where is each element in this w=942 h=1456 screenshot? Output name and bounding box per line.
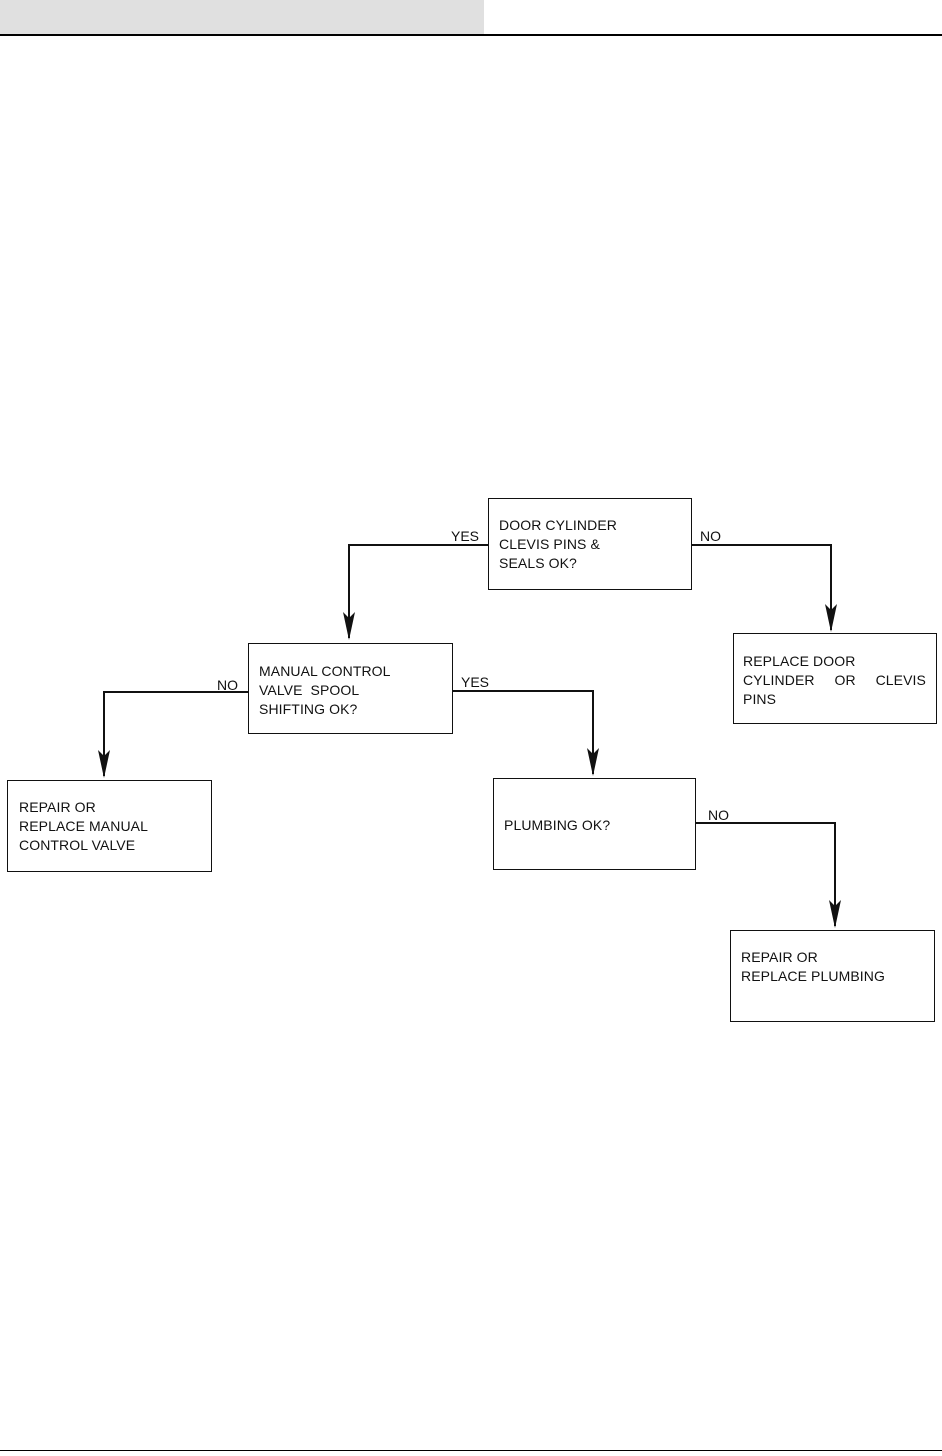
node-text-word: CLEVIS [875, 672, 926, 688]
node-text-line: REPLACE MANUAL [19, 818, 148, 834]
node-text-line: PLUMBING OK? [504, 817, 611, 833]
arrowhead-door-yes [343, 612, 355, 640]
edge-label-no: NO [708, 807, 729, 823]
node-text-line: CLEVIS PINS & [499, 536, 600, 552]
node-text-line: SHIFTING OK? [259, 701, 358, 717]
header-rule [0, 34, 942, 36]
node-text-line-justified: CYLINDER OR CLEVIS [743, 671, 926, 690]
node-text-word: OR [834, 672, 856, 688]
node-manual-valve-check: MANUAL CONTROL VALVE SPOOL SHIFTING OK? [248, 643, 453, 734]
footer-rule [0, 1450, 942, 1451]
node-text-word: CYLINDER [743, 672, 815, 688]
arrowhead-valve-yes [587, 748, 599, 776]
node-text-line: VALVE SPOOL [259, 682, 360, 698]
node-repair-manual-valve: REPAIR OR REPLACE MANUAL CONTROL VALVE [7, 780, 212, 872]
edge-label-no: NO [700, 528, 721, 544]
header-bar [0, 0, 484, 34]
arrowhead-door-no [825, 604, 837, 632]
connector-door-no [692, 544, 832, 630]
edge-label-no: NO [217, 677, 238, 693]
connector-valve-yes [453, 690, 594, 774]
node-text-line: REPAIR OR [741, 949, 818, 965]
connector-door-yes [348, 544, 488, 638]
node-replace-door-cylinder: REPLACE DOOR CYLINDER OR CLEVIS PINS [733, 633, 937, 724]
node-repair-plumbing: REPAIR OR REPLACE PLUMBING [730, 930, 935, 1022]
arrowhead-plumbing-no [829, 900, 841, 928]
node-text-line: REPLACE PLUMBING [741, 968, 885, 984]
node-text-line: REPAIR OR [19, 799, 96, 815]
edge-label-yes: YES [451, 528, 480, 544]
node-plumbing-check: PLUMBING OK? [493, 778, 696, 870]
node-text-line: DOOR CYLINDER [499, 517, 617, 533]
connector-valve-no [103, 691, 248, 776]
node-text-line: CONTROL VALVE [19, 837, 136, 853]
node-text-line: REPLACE DOOR [743, 653, 856, 669]
edge-label-yes: YES [461, 674, 490, 690]
node-text-line: MANUAL CONTROL [259, 663, 391, 679]
arrowhead-valve-no [98, 750, 110, 778]
node-text-line: SEALS OK? [499, 555, 577, 571]
node-door-cylinder-check: DOOR CYLINDER CLEVIS PINS & SEALS OK? [488, 498, 692, 590]
node-text-line: PINS [743, 691, 777, 707]
connector-plumbing-no [696, 822, 836, 926]
